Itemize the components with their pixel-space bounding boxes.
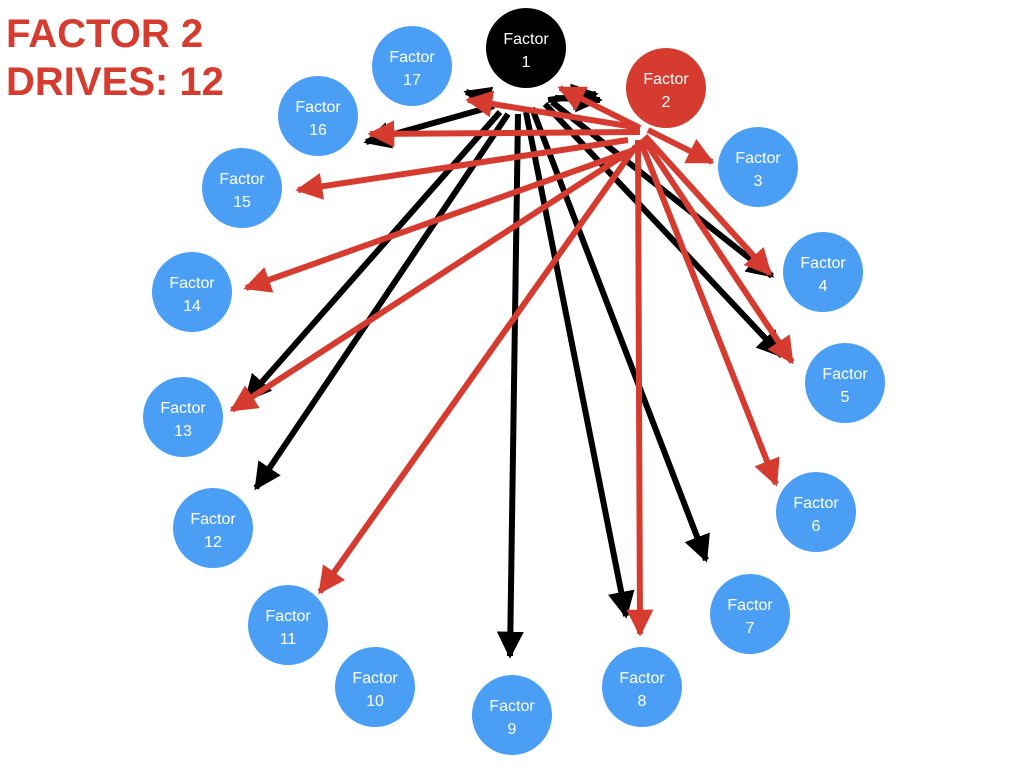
factor-node-circle xyxy=(202,148,282,228)
factor-node-9: Factor 9 xyxy=(472,675,552,755)
factor-node-circle xyxy=(710,574,790,654)
factor-node-circle xyxy=(783,232,863,312)
factor-node-word: Factor xyxy=(352,670,398,687)
arrow-factor-2-to-factor-6 xyxy=(637,138,780,487)
arrow-factor-2-to-factor-14 xyxy=(243,149,630,293)
factor-node-3: Factor 3 xyxy=(718,127,798,207)
factor-node-word: Factor xyxy=(727,597,773,614)
factor-node-5: Factor 5 xyxy=(805,343,885,423)
factor-node-number: 11 xyxy=(280,631,297,648)
factor-node-circle xyxy=(173,488,253,568)
factor-node-word: Factor xyxy=(169,275,215,292)
factor-node-number: 14 xyxy=(183,298,201,315)
factor-node-1: Factor 1 xyxy=(486,8,566,88)
factor-node-2: Factor 2 xyxy=(626,48,706,128)
factor-node-circle xyxy=(152,252,232,332)
factor-node-circle xyxy=(602,647,682,727)
arrow-factor-1-to-factor-7 xyxy=(529,106,710,563)
factor-node-number: 1 xyxy=(522,54,531,71)
arrow-factor-1-to-factor-13 xyxy=(243,110,503,403)
factor-node-word: Factor xyxy=(190,511,236,528)
factor-node-10: Factor 10 xyxy=(335,647,415,727)
factor-node-word: Factor xyxy=(265,608,311,625)
factor-node-word: Factor xyxy=(219,171,265,188)
factor-node-circle xyxy=(805,343,885,423)
factor-node-word: Factor xyxy=(800,255,846,272)
headline: FACTOR 2 DRIVES: 12 xyxy=(6,10,224,106)
factor-node-circle xyxy=(372,26,452,106)
arrow-factor-2-to-factor-8 xyxy=(626,139,654,637)
factor-node-word: Factor xyxy=(793,495,839,512)
factor-node-number: 6 xyxy=(812,518,821,535)
factor-node-circle xyxy=(718,127,798,207)
factor-node-number: 7 xyxy=(746,620,755,637)
factor-node-number: 3 xyxy=(754,173,763,190)
arrow-factor-1-to-factor-12 xyxy=(253,112,511,491)
factor-node-word: Factor xyxy=(619,670,665,687)
factor-node-number: 8 xyxy=(638,693,647,710)
factor-node-circle xyxy=(486,8,566,88)
arrow-factor-2-to-factor-13 xyxy=(229,147,634,413)
factor-node-number: 16 xyxy=(309,122,327,139)
factor-node-number: 2 xyxy=(662,94,671,111)
factor-node-circle xyxy=(278,76,358,156)
factor-node-6: Factor 6 xyxy=(776,472,856,552)
arrow-factor-2-to-factor-15 xyxy=(295,137,629,200)
factor-node-17: Factor 17 xyxy=(372,26,452,106)
factor-node-number: 10 xyxy=(366,693,384,710)
factor-node-word: Factor xyxy=(160,400,206,417)
factor-node-number: 13 xyxy=(174,423,192,440)
factor-1-edges xyxy=(243,83,785,659)
factor-node-14: Factor 14 xyxy=(152,252,232,332)
factor-node-15: Factor 15 xyxy=(202,148,282,228)
arrow-factor-2-to-factor-3 xyxy=(646,127,715,165)
factor-node-circle xyxy=(776,472,856,552)
arrow-factor-2-to-factor-17 xyxy=(465,90,641,131)
factor-node-circle xyxy=(248,585,328,665)
factor-node-number: 12 xyxy=(204,534,222,551)
factor-node-circle xyxy=(626,48,706,128)
factor-node-number: 5 xyxy=(841,389,850,406)
factor-node-circle xyxy=(143,377,223,457)
arrow-factor-2-to-factor-1 xyxy=(557,85,642,131)
headline-line-2: DRIVES: 12 xyxy=(6,60,224,104)
factor-node-word: Factor xyxy=(822,366,868,383)
factor-node-16: Factor 16 xyxy=(278,76,358,156)
arrow-factor-2-to-factor-16 xyxy=(367,120,641,148)
arrow-factor-1-to-factor-8 xyxy=(523,111,635,619)
factor-node-8: Factor 8 xyxy=(602,647,682,727)
factor-node-word: Factor xyxy=(643,71,689,88)
factor-node-12: Factor 12 xyxy=(173,488,253,568)
arrow-factor-2-to-factor-4 xyxy=(642,133,773,277)
arrow-factor-2-to-factor-5 xyxy=(640,136,795,365)
factor-node-circle xyxy=(472,675,552,755)
arrow-factor-1-to-factor-9 xyxy=(496,113,524,659)
factor-node-word: Factor xyxy=(389,49,435,66)
arrow-factor-2-to-factor-11 xyxy=(317,144,639,595)
factor-node-circle xyxy=(335,647,415,727)
factor-node-13: Factor 13 xyxy=(143,377,223,457)
factor-node-number: 17 xyxy=(403,72,421,89)
factor-node-number: 4 xyxy=(819,278,828,295)
factor-node-11: Factor 11 xyxy=(248,585,328,665)
factor-node-number: 9 xyxy=(508,721,517,738)
factor-node-7: Factor 7 xyxy=(710,574,790,654)
factor-node-word: Factor xyxy=(489,698,535,715)
factor-node-number: 15 xyxy=(233,194,251,211)
headline-line-1: FACTOR 2 xyxy=(6,12,204,56)
factor-node-word: Factor xyxy=(295,99,341,116)
factor-nodes: Factor1Factor2Factor3Factor4Factor5Facto… xyxy=(143,8,885,755)
factor-2-edges xyxy=(229,85,795,637)
factor-node-word: Factor xyxy=(735,150,781,167)
factor-node-4: Factor 4 xyxy=(783,232,863,312)
factor-node-word: Factor xyxy=(503,31,549,48)
